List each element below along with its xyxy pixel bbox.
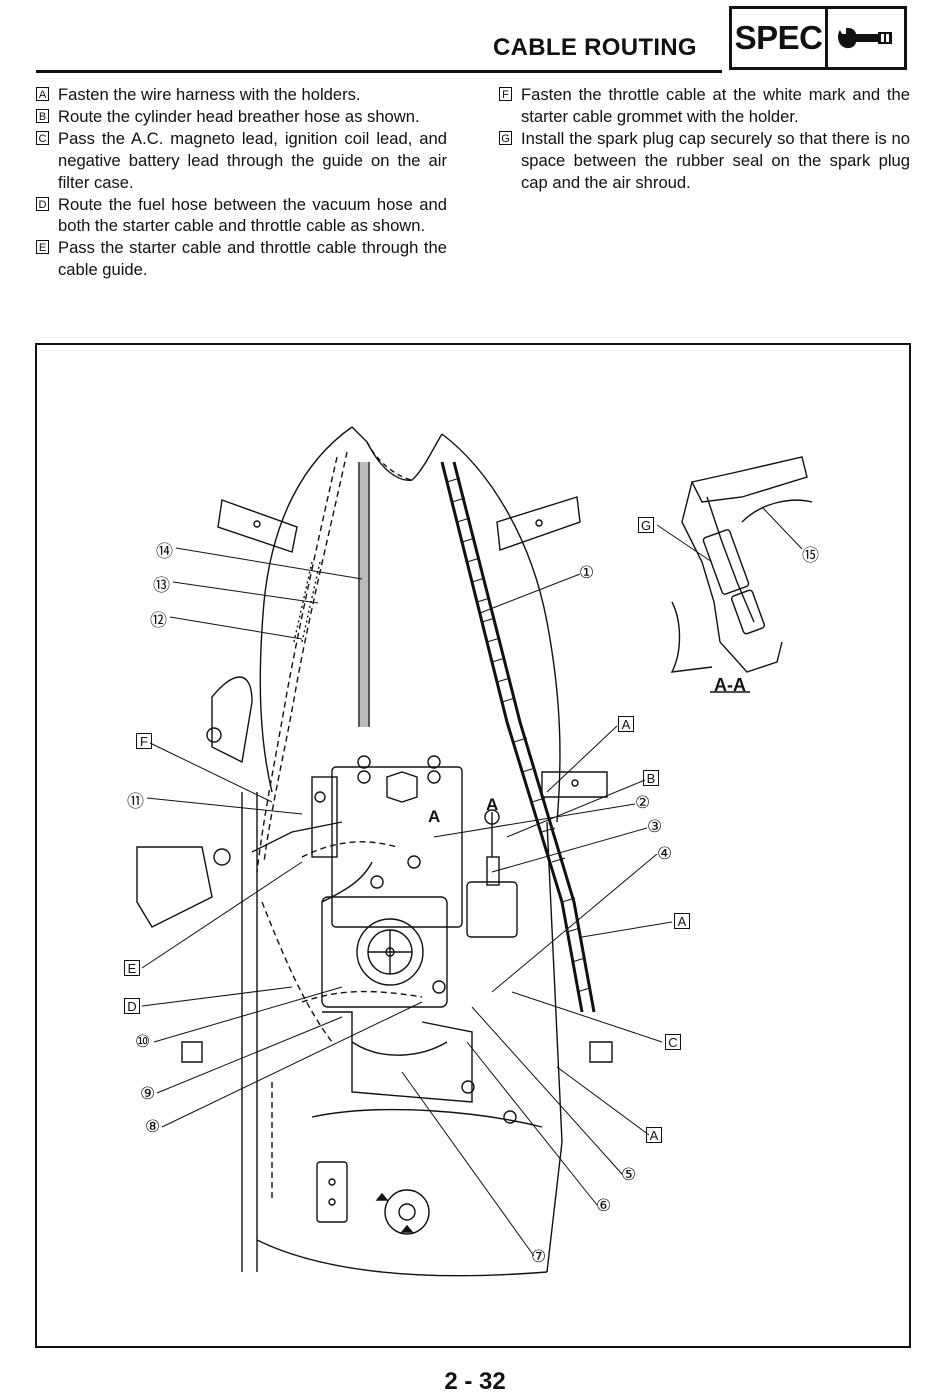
callout-9: ⑨: [140, 1084, 156, 1103]
note-key: G: [499, 130, 512, 145]
note-d: D Route the fuel hose between the vacuum…: [36, 194, 447, 238]
note-text: Route the fuel hose between the vacuum h…: [58, 194, 447, 236]
note-c: C Pass the A.C. magneto lead, ignition c…: [36, 128, 447, 194]
diagram-drawing: [136, 426, 813, 1277]
note-key: A: [36, 87, 49, 101]
callout-a-middle: A: [674, 913, 690, 929]
callout-11: ⑪: [127, 792, 144, 811]
note-key: D: [36, 196, 49, 211]
page-title: CABLE ROUTING: [493, 34, 697, 61]
note-a: A Fasten the wire harness with the holde…: [36, 84, 447, 106]
note-key: B: [36, 108, 49, 123]
callout-e: E: [124, 960, 140, 976]
note-key: E: [36, 240, 49, 255]
callout-8: ⑧: [145, 1117, 161, 1136]
callout-3: ③: [647, 817, 663, 836]
wrench-icon: [828, 9, 904, 67]
notes-left-column: A Fasten the wire harness with the holde…: [36, 84, 447, 281]
callout-2: ②: [635, 793, 651, 812]
callout-7: ⑦: [531, 1247, 547, 1266]
note-text: Pass the starter cable and throttle cabl…: [58, 238, 447, 280]
view-marker-a-right: A: [486, 795, 499, 814]
spec-badge: SPEC: [729, 6, 907, 70]
note-b: B Route the cylinder head breather hose …: [36, 106, 447, 128]
callout-g: G: [638, 517, 654, 533]
note-key: F: [499, 87, 512, 101]
note-text: Route the cylinder head breather hose as…: [58, 106, 420, 126]
callout-a-upper: A: [618, 716, 634, 732]
callout-14: ⑭: [156, 542, 173, 561]
callout-d: D: [124, 998, 140, 1014]
note-text: Fasten the throttle cable at the white m…: [521, 85, 910, 126]
callout-1: ①: [579, 563, 595, 582]
callout-15: ⑮: [802, 546, 819, 565]
spec-label: SPEC: [732, 9, 828, 67]
note-g: G Install the spark plug cap securely so…: [499, 128, 910, 194]
section-label: A-A: [714, 675, 746, 695]
note-f: F Fasten the throttle cable at the white…: [499, 84, 910, 128]
cable-routing-diagram: ⑭ ⑬ ⑫ ① ⑮ ⑪ ② ③ ④ ⑩ ⑨ ⑧ ⑤ ⑥ ⑦ G A B F A …: [35, 343, 911, 1348]
callout-6: ⑥: [596, 1196, 612, 1215]
note-text: Install the spark plug cap securely so t…: [521, 128, 910, 192]
view-marker-a-left: A: [428, 807, 441, 826]
callout-b: B: [643, 770, 659, 786]
callout-5: ⑤: [621, 1165, 637, 1184]
note-e: E Pass the starter cable and throttle ca…: [36, 237, 447, 281]
callout-12: ⑫: [150, 611, 167, 630]
callout-10: ⑩: [135, 1032, 151, 1051]
note-text: Fasten the wire harness with the holders…: [58, 85, 361, 104]
callout-13: ⑬: [153, 576, 170, 595]
note-text: Pass the A.C. magneto lead, ignition coi…: [58, 128, 447, 192]
page-number: 2 - 32: [444, 1368, 506, 1395]
callout-c: C: [665, 1034, 681, 1050]
callout-f: F: [136, 733, 152, 749]
note-key: C: [36, 130, 49, 145]
notes-right-column: F Fasten the throttle cable at the white…: [499, 84, 910, 194]
callout-a-lower: A: [646, 1127, 662, 1143]
title-underline: [36, 70, 722, 73]
callout-4: ④: [657, 844, 673, 863]
